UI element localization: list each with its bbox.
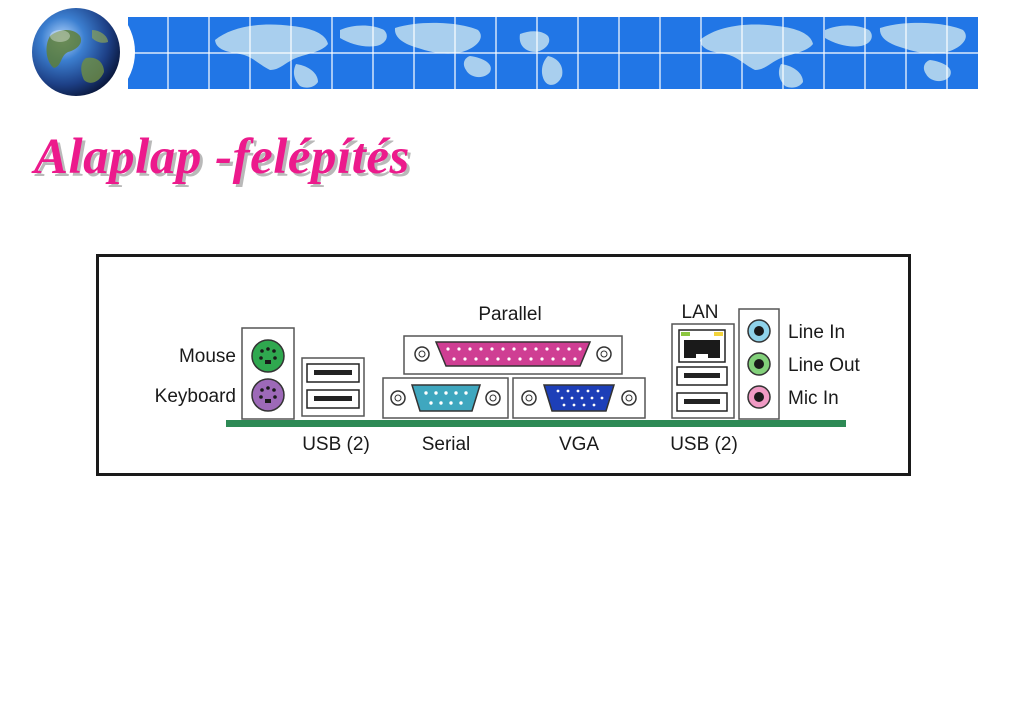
vga-port bbox=[512, 377, 646, 419]
label-serial: Serial bbox=[422, 434, 471, 455]
globe-icon bbox=[32, 8, 120, 96]
usb-ports-left bbox=[301, 357, 365, 417]
board-strip bbox=[226, 420, 846, 427]
ps2-connector-block bbox=[241, 327, 295, 420]
parallel-port bbox=[403, 335, 623, 375]
io-panel-diagram: Mouse Keyboard USB (2) Serial Parallel V… bbox=[96, 254, 911, 476]
label-mouse: Mouse bbox=[179, 346, 236, 367]
label-line-out: Line Out bbox=[788, 355, 861, 376]
slide-title: Alaplap -felépítés bbox=[34, 129, 410, 185]
label-mic-in: Mic In bbox=[788, 388, 839, 409]
serial-port bbox=[382, 377, 509, 419]
audio-jack-block bbox=[738, 308, 780, 420]
label-line-in: Line In bbox=[788, 322, 845, 343]
keyboard-port bbox=[251, 378, 285, 412]
label-lan: LAN bbox=[682, 302, 719, 323]
label-keyboard: Keyboard bbox=[155, 386, 236, 407]
world-map-grid bbox=[128, 17, 978, 89]
lan-usb-block bbox=[671, 323, 735, 419]
label-usb-left: USB (2) bbox=[302, 434, 370, 455]
mouse-port bbox=[251, 339, 285, 373]
header-banner bbox=[25, 0, 978, 100]
label-usb-right: USB (2) bbox=[670, 434, 738, 455]
label-vga: VGA bbox=[559, 434, 599, 455]
world-map-land bbox=[215, 22, 966, 88]
label-parallel: Parallel bbox=[478, 304, 541, 325]
